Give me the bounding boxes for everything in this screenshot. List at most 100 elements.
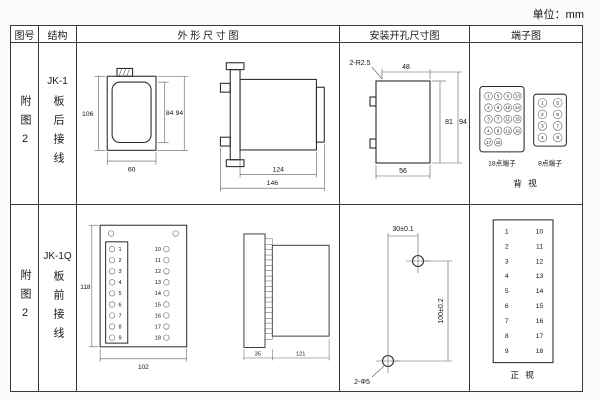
term-l-7: 7	[505, 318, 509, 325]
jk1q-terminal-diagram: 1 2 3 4 5 6 7 8 9 10 11 12 13 14 15 16 1…	[492, 219, 554, 380]
lt-6: 6	[119, 302, 122, 308]
jk1q-side-view-drawing: 35 121	[243, 233, 330, 361]
t18-n1: 1	[487, 93, 490, 98]
dimension-lines	[220, 144, 325, 192]
t8-n7: 7	[556, 123, 559, 129]
dim-height-84: 84	[166, 110, 174, 117]
row1-mount-cell: 2-R2.5 48 81 94 56	[340, 43, 470, 205]
lt-8: 8	[119, 324, 122, 330]
term-r-11: 11	[536, 243, 543, 250]
lt-7: 7	[119, 313, 122, 319]
t18-n4: 4	[487, 128, 490, 133]
dimension-lines	[371, 233, 452, 378]
term-l-1: 1	[505, 228, 509, 235]
label-8pt: 8点端子	[538, 158, 562, 167]
header-structure-label: 结构	[47, 30, 68, 42]
t8-n1: 1	[541, 100, 544, 106]
cutout-outline	[368, 79, 431, 164]
dim-hole-offset: 30±0.1	[392, 226, 413, 233]
relay-side-outline	[243, 233, 330, 348]
dimension-lines	[89, 224, 187, 362]
lt-1: 1	[119, 247, 122, 253]
t8-n5: 5	[556, 100, 559, 106]
label-rear-view: 背 视	[513, 177, 538, 188]
t8-n6: 6	[556, 112, 559, 118]
dim-depth-35: 35	[255, 352, 261, 358]
terminal-block-outline	[492, 219, 554, 364]
t18-n9: 9	[507, 93, 510, 98]
left-terminal-circles	[109, 246, 116, 341]
dimension-lines	[94, 75, 189, 165]
lt-4: 4	[119, 280, 122, 286]
term-l-4: 4	[505, 273, 509, 280]
t18-n6: 6	[497, 105, 500, 110]
term-l-2: 2	[505, 243, 509, 250]
term-r-16: 16	[536, 318, 544, 325]
rt-15: 15	[155, 302, 161, 308]
t18-n11: 11	[505, 116, 510, 121]
header-outline-dims-label: 外 形 尺 寸 图	[177, 30, 239, 42]
t8-n2: 2	[541, 112, 544, 118]
row2-model-label: JK-1Q	[43, 250, 72, 262]
row1-outline-cell: 106 60 84 94 124	[77, 43, 340, 205]
row2-wiring-label: 板前接线	[52, 269, 64, 346]
term-r-15: 15	[536, 303, 544, 310]
dim-depth-146: 146	[267, 180, 279, 187]
dim-depth-124: 124	[273, 167, 285, 174]
t18-n16: 16	[515, 128, 520, 133]
jk1-terminal-diagram: 1 5 9 13 2 6 10 14 3 7 11 15 4 8 12 16 1…	[479, 85, 567, 188]
term-r-13: 13	[536, 273, 544, 280]
lt-9: 9	[119, 335, 122, 341]
row2-structure-cell: JK-1Q 板前接线	[39, 205, 77, 391]
unit-label: 单位：mm	[532, 9, 584, 21]
terminal-points-8	[537, 97, 563, 142]
dim-height-106: 106	[82, 111, 94, 118]
t8-n4: 4	[541, 135, 544, 141]
jk1-panel-cutout-drawing: 2-R2.5 48 81 94 56	[349, 60, 467, 179]
t18-n18: 18	[496, 139, 501, 144]
dim-hole-spacing: 100±0.2	[438, 298, 445, 323]
dim-width-60: 60	[128, 166, 136, 173]
lt-3: 3	[119, 269, 122, 275]
mounting-holes	[381, 254, 424, 368]
terminal-stack	[264, 238, 273, 340]
dim-height-81: 81	[445, 119, 453, 126]
rt-11: 11	[155, 258, 161, 264]
rt-18: 18	[155, 335, 161, 341]
header-terminal-label: 端子图	[511, 30, 541, 42]
dimension-lines	[371, 66, 462, 179]
term-r-17: 17	[536, 333, 544, 340]
spec-table: 图号 结构 外 形 尺 寸 图 安装开孔尺寸图 端子图 附图2 JK-1 板后接…	[10, 25, 583, 392]
term-l-9: 9	[505, 348, 509, 355]
row1-wiring-label: 板后接线	[52, 95, 64, 171]
t18-n2: 2	[487, 105, 490, 110]
t18-n7: 7	[497, 116, 500, 121]
row1-model-label: JK-1	[47, 76, 68, 87]
rt-13: 13	[155, 280, 161, 286]
rt-10: 10	[155, 247, 161, 253]
label-front-view: 正 视	[510, 369, 536, 380]
t18-n14: 14	[515, 105, 520, 110]
dim-height-94b: 94	[459, 119, 467, 126]
row1-fig-cell: 附图2	[11, 43, 39, 205]
dim-width-56: 56	[399, 168, 407, 175]
rt-17: 17	[155, 324, 161, 330]
header-terminal: 端子图	[470, 26, 582, 43]
dim-corner-radius: 2-R2.5	[349, 60, 370, 67]
dimension-lines	[243, 339, 330, 361]
t8-n8: 8	[556, 135, 559, 141]
row2-outline-cell: 1 2 3 4 5 6 7 8 9 10 11 12 13 14 15 16 1…	[77, 205, 340, 391]
t8-n3: 3	[541, 123, 544, 129]
term-r-14: 14	[536, 288, 544, 295]
row2-terminal-cell: 1 2 3 4 5 6 7 8 9 10 11 12 13 14 15 16 1…	[470, 205, 582, 391]
t18-n13: 13	[515, 93, 520, 98]
header-mount-dims-label: 安装开孔尺寸图	[369, 30, 440, 42]
rt-16: 16	[155, 313, 161, 319]
row2-fig-label: 附图2	[19, 269, 31, 327]
relay-side-outline	[219, 62, 325, 168]
header-mount-dims: 安装开孔尺寸图	[340, 26, 470, 43]
label-18pt: 18点端子	[488, 158, 516, 167]
dim-width-48: 48	[402, 64, 410, 71]
t18-n10: 10	[505, 105, 510, 110]
row2-fig-cell: 附图2	[11, 205, 39, 391]
